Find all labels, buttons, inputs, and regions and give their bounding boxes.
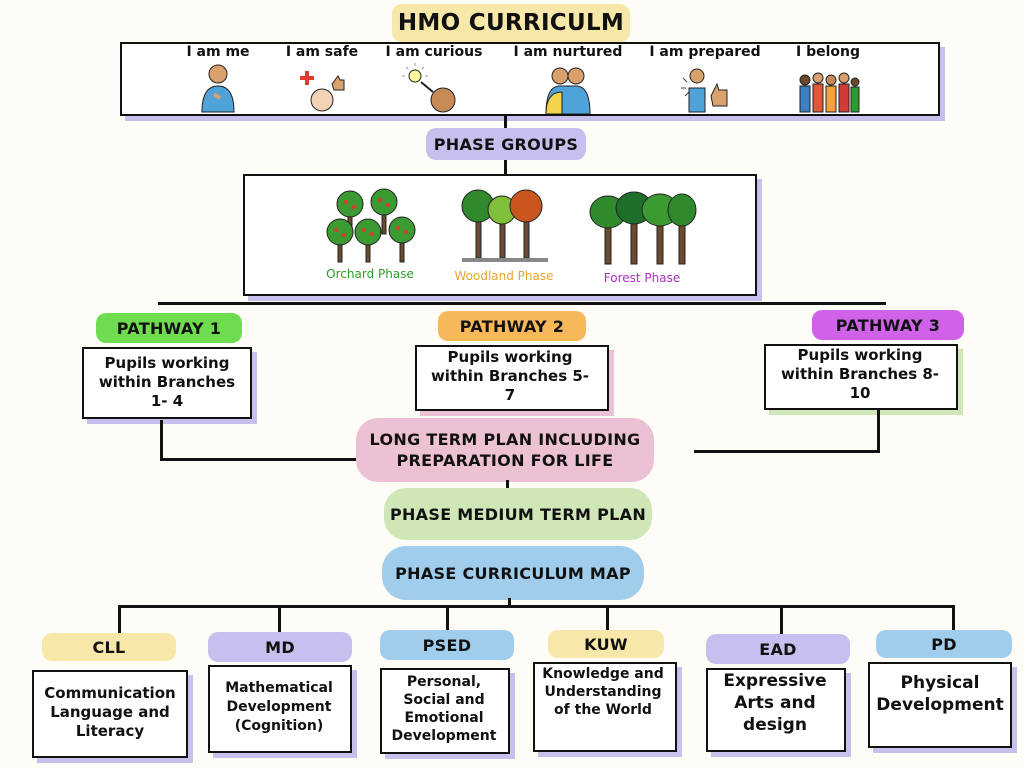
connector — [952, 605, 955, 631]
connector — [278, 605, 281, 635]
theme-i-am-safe: I am safe — [262, 44, 382, 118]
orchard-trees-icon — [326, 188, 416, 263]
person-thumbs-up-icon — [681, 68, 728, 113]
person-pointing-self-icon — [201, 64, 235, 113]
area-psed-box — [380, 668, 510, 754]
pathway-3-text: Pupils working within Branches 8-10 — [780, 345, 940, 402]
pathway-3-box — [764, 344, 958, 410]
theme-label: I am safe — [285, 44, 359, 60]
curriculum-map-block: PHASE CURRICULUM MAP — [382, 546, 644, 600]
pathway-1-badge: PATHWAY 1 — [96, 313, 242, 343]
pathway-3-badge: PATHWAY 3 — [812, 310, 964, 340]
phase-label: Woodland Phase — [454, 269, 554, 283]
phase-orchard: Orchard Phase — [310, 182, 430, 281]
phase-woodland: Woodland Phase — [444, 184, 564, 283]
connector — [160, 458, 358, 461]
area-pd-box — [868, 662, 1012, 748]
pathway-2-box — [415, 345, 609, 411]
area-kuw-text: Knowledge and Understanding of the World — [542, 666, 664, 718]
pathway-1-text: Pupils working within Branches 1- 4 — [98, 353, 236, 410]
pathway-2-badge: PATHWAY 2 — [438, 311, 586, 341]
connector — [158, 302, 886, 305]
connector — [504, 160, 507, 174]
area-md-badge: MD — [208, 632, 352, 662]
theme-i-am-prepared: I am prepared — [645, 44, 765, 118]
area-ead-badge: EAD — [706, 634, 850, 664]
connector — [877, 410, 880, 452]
area-md-text: Mathematical Development (Cognition) — [225, 679, 333, 734]
connector — [606, 605, 609, 631]
connector — [118, 605, 954, 608]
area-pd-text: Physical Development — [876, 673, 1004, 715]
area-ead-text: Expressive Arts and design — [723, 671, 827, 735]
theme-label: I belong — [795, 44, 860, 60]
group-of-people-icon — [799, 72, 860, 113]
theme-i-am-curious: I am curious — [374, 44, 494, 118]
area-psed-badge: PSED — [380, 630, 514, 660]
connector — [160, 420, 163, 460]
theme-label: I am nurtured — [513, 44, 623, 60]
phase-groups-heading: PHASE GROUPS — [426, 128, 586, 160]
medium-term-plan-block: PHASE MEDIUM TERM PLAN — [384, 488, 652, 540]
pathway-1-box — [82, 347, 252, 419]
area-kuw-box — [533, 662, 677, 752]
area-kuw-badge: KUW — [548, 630, 664, 658]
connector — [504, 114, 507, 130]
phase-forest: Forest Phase — [582, 186, 702, 285]
theme-label: I am prepared — [649, 44, 761, 60]
area-md-box — [208, 665, 352, 753]
theme-i-am-nurtured: I am nurtured — [508, 44, 628, 118]
area-pd-badge: PD — [876, 630, 1012, 658]
safe-thumbs-up-icon — [300, 71, 345, 112]
theme-i-am-me: I am me — [158, 44, 278, 118]
phase-label: Orchard Phase — [326, 267, 414, 281]
forest-trees-icon — [589, 191, 697, 265]
page-title: HMO CURRICULM — [392, 4, 630, 42]
theme-label: I am curious — [385, 44, 483, 60]
curious-lightbulb-icon — [402, 63, 456, 113]
woodland-trees-icon — [461, 189, 548, 262]
area-psed-text: Personal, Social and Emotional Developme… — [391, 674, 497, 744]
connector — [694, 450, 880, 453]
theme-label: I am me — [186, 44, 250, 60]
theme-i-belong: I belong — [768, 44, 888, 118]
connector — [780, 605, 783, 635]
area-cll-box — [32, 670, 188, 758]
long-term-plan-block: LONG TERM PLAN INCLUDING PREPARATION FOR… — [356, 418, 654, 482]
phase-label: Forest Phase — [603, 271, 681, 285]
connector — [508, 598, 511, 608]
connector — [118, 605, 121, 635]
area-ead-box — [706, 668, 846, 752]
area-cll-badge: CLL — [42, 633, 176, 661]
connector — [446, 605, 449, 633]
pathway-2-text: Pupils working within Branches 5-7 — [430, 347, 590, 404]
area-cll-text: Communication Language and Literacy — [44, 683, 176, 740]
hugging-people-icon — [545, 67, 591, 115]
